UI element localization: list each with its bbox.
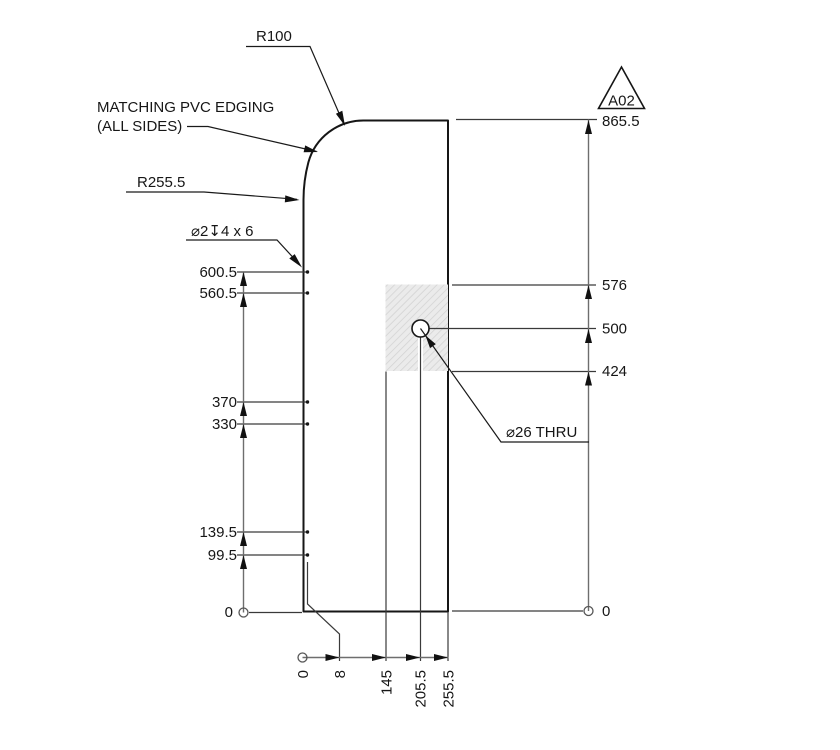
datum-triangle (597, 65, 646, 110)
edging-leader (187, 125, 317, 153)
dim-left-330: 330 (212, 416, 237, 433)
thru-hole-label: ⌀26 THRU (506, 424, 577, 441)
dim-right-424: 424 (602, 363, 627, 380)
drill-hole-dots (305, 270, 310, 557)
thru-leader (420, 328, 589, 443)
dim-left-370: 370 (212, 394, 237, 411)
extension-lines (237, 118, 597, 661)
dim-left-139-5: 139.5 (199, 524, 237, 541)
radius-top-label: R100 (256, 28, 292, 45)
dim-left-99-5: 99.5 (208, 547, 237, 564)
edging-note-line2: (ALL SIDES) (97, 118, 182, 135)
edging-note-line1: MATCHING PVC EDGING (97, 99, 274, 116)
dim-left-560-5: 560.5 (199, 285, 237, 302)
dim-bottom-255-5: 255.5 (441, 670, 458, 708)
dim-right-overall: 865.5 (602, 113, 640, 130)
leader-arrowheads (284, 110, 436, 349)
dim-bottom-205-5: 205.5 (413, 670, 430, 708)
drill-leader (186, 239, 301, 266)
dim-bottom-origin: 0 (295, 670, 312, 678)
radius-side-label: R255.5 (137, 174, 185, 191)
r100-leader (246, 45, 345, 124)
dim-bottom-145: 145 (379, 670, 396, 695)
dim-bottom-8: 8 (332, 670, 349, 678)
jogged-extension-line (306, 562, 341, 661)
dim-right-origin: 0 (602, 603, 610, 620)
dim-left-origin: 0 (225, 604, 233, 621)
dim-right-576: 576 (602, 277, 627, 294)
drill-pattern-label: ⌀2↧4 x 6 (191, 223, 253, 240)
dimension-arrowheads (240, 120, 592, 661)
r255-leader (126, 191, 298, 200)
dim-right-500: 500 (602, 321, 627, 338)
dim-left-600-5: 600.5 (199, 264, 237, 281)
datum-label: A02 (608, 93, 635, 110)
panel-outline (302, 119, 449, 613)
origin-markers (238, 605, 594, 663)
